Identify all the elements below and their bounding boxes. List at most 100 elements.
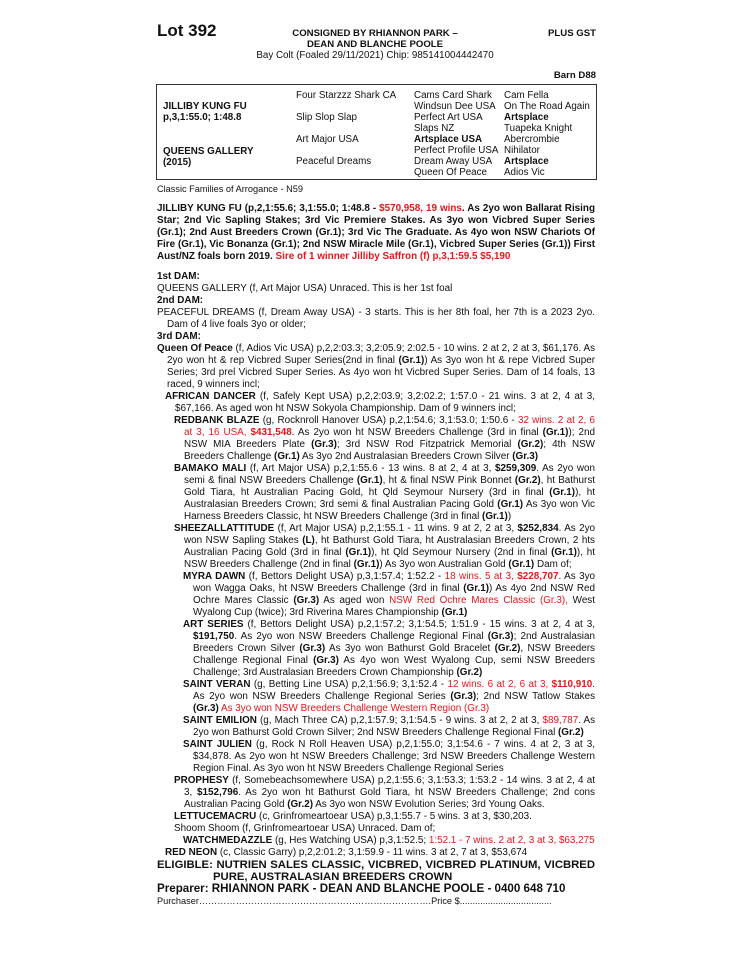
text-run: (f, Bettors Delight USA) p,3,1:57.4; 1:5…: [245, 571, 445, 582]
highlight-text: NSW Red Ochre Mares Classic (Gr.3),: [389, 595, 568, 606]
highlight-text: $228,707: [517, 571, 559, 582]
bold-text: PROPHESY: [174, 775, 229, 786]
progeny-entry: Queen Of Peace (f, Adios Vic USA) p,2,2:…: [157, 343, 595, 391]
highlight-text: $89,787: [542, 715, 579, 726]
pedigree-gen3-cell: Slaps NZ: [414, 123, 455, 134]
bold-text: (Gr.3): [293, 595, 320, 606]
pedigree-gen4-cell: Artsplace: [504, 156, 549, 167]
dam2-text: PEACEFUL DREAMS (f, Dream Away USA) - 3 …: [157, 307, 595, 330]
text-run: ), ht Qld Seymour Nursery (2nd in final: [371, 547, 552, 558]
pedigree-dam-year: (2015): [163, 157, 192, 168]
text-run: (c, Grinfromeartoear USA) p,3,1:55.7 - 5…: [256, 811, 532, 822]
dam3-heading: 3rd DAM:: [157, 331, 201, 342]
text-run: . As 2yo won NSW Sapling Stakes: [184, 523, 595, 546]
dam1-text: QUEENS GALLERY (f, Art Major USA) Unrace…: [157, 283, 453, 294]
progeny-entry: SAINT EMILION (g, Mach Three CA) p,2,1:5…: [157, 715, 595, 739]
bold-text: (Gr.1): [274, 451, 300, 462]
preparer: Preparer: RHIANNON PARK - DEAN AND BLANC…: [157, 882, 566, 895]
text-run: West Wyalong Cup (twice); 3rd Riverina M…: [193, 595, 595, 618]
pedigree-gen2-cell: Peaceful Dreams: [296, 156, 372, 167]
text-run: ; 2nd NSW Tatlow Stakes: [476, 691, 596, 702]
text-run: ), ht Australasian Breeders Crown; 3rd s…: [184, 487, 595, 510]
bold-text: (Gr.1): [508, 559, 535, 570]
bold-text: (Gr.3): [311, 439, 337, 450]
text-run: ; 4th NSW Breeders Challenge: [184, 439, 595, 462]
bold-text: WATCHMEDAZZLE: [183, 835, 273, 846]
highlight-text: 18 wins. 5 at 3,: [444, 571, 518, 582]
bold-text: (Gr.1): [441, 607, 468, 618]
progeny-entry: RED NEON (c, Classic Garry) p,2,2:01.2; …: [157, 847, 595, 859]
pedigree-gen2-cell: Art Major USA: [296, 134, 359, 145]
pedigree-gen3-cell: Dream Away USA: [414, 156, 493, 167]
bold-text: (Gr.1): [551, 547, 577, 558]
bold-text: $259,309: [495, 463, 537, 474]
consignor-line-2: DEAN AND BLANCHE POOLE: [306, 39, 444, 50]
catalogue-body: Classic Families of Arrogance - N59 JILL…: [157, 183, 595, 907]
bold-text: (Gr.1): [497, 499, 524, 510]
text-run: (g, Betting Line USA) p,2,1:56.9; 3,1:52…: [250, 679, 448, 690]
progeny-entry: REDBANK BLAZE (g, Rocknroll Hanover USA)…: [157, 415, 595, 463]
text-run: As 4yo won West Wyalong Cup, semi NSW Br…: [193, 655, 595, 678]
bold-text: (Gr.3): [512, 451, 539, 462]
highlight-text: 32 wins. 2 at 2, 6 at 3, 16 USA,: [184, 415, 595, 438]
text-run: . As 2yo won NSW Breeders Challenge Regi…: [193, 679, 596, 702]
bold-text: Queen Of Peace: [157, 343, 233, 354]
bold-text: (Gr.1): [482, 511, 508, 522]
text-run: (f, Art Major USA) p,2,1:55.1 - 11 wins.…: [274, 523, 518, 534]
pedigree-gen4-cell: Adios Vic: [504, 167, 545, 178]
bold-text: AFRICAN DANCER: [165, 391, 256, 402]
text-run: , NSW Breeders Challenge Regional Final: [193, 643, 595, 666]
bold-text: (Gr.1): [542, 427, 569, 438]
bold-text: SAINT EMILION: [183, 715, 257, 726]
text-run: (g, Rocknroll Hanover USA) p,2,1:54.6; 3…: [259, 415, 518, 426]
text-run: ; 3rd NSW Rod Fitzpatrick Memorial: [336, 439, 518, 450]
horse-description: Bay Colt (Foaled 29/11/2021) Chip: 98514…: [256, 50, 494, 61]
progeny-entry: Shoom Shoom (f, Grinfromeartoear USA) Un…: [157, 823, 595, 835]
text-run: As 3yo won Vic Harness Breeders Classic,…: [184, 499, 595, 522]
text-run: ); 2nd NSW MIA Breeders Plate: [184, 427, 595, 450]
highlight-text: $431,548: [250, 427, 292, 438]
text-run: . As 2yo won semi & final NSW Breeders C…: [184, 463, 595, 486]
text-run: . As 2yo won NSW Breeders Challenge Regi…: [234, 631, 488, 642]
text-run: . As 2yo won Bathurst Gold Crown Silver;…: [193, 715, 596, 738]
pedigree-gen4-cell: Tuapeka Knight: [504, 123, 573, 134]
bold-text: $252,834: [517, 523, 559, 534]
bold-text: ART SERIES: [183, 619, 244, 630]
bold-text: . As 2yo won Ballarat Rising Star; 2nd V…: [157, 203, 595, 262]
pedigree-gen3-cell: Artsplace USA: [414, 134, 483, 145]
bold-text: MYRA DAWN: [183, 571, 246, 582]
text-run: (g, Rock N Roll Heaven USA) p,2,1:55.0; …: [193, 739, 595, 774]
bold-text: $152,796: [197, 787, 239, 798]
progeny-entry: SHEEZALLATTITUDE (f, Art Major USA) p,2,…: [157, 523, 595, 571]
bold-text: (Gr.3): [313, 655, 339, 666]
text-run: (c, Classic Garry) p,2,2:01.2; 3,1:59.9 …: [217, 847, 528, 858]
progeny-entry: SAINT VERAN (g, Betting Line USA) p,2,1:…: [157, 679, 595, 715]
bold-text: (Gr.2): [514, 475, 541, 486]
pedigree-gen4-cell: On The Road Again: [504, 101, 590, 112]
bold-text: $191,750: [193, 631, 235, 642]
text-run: As 3yo 2nd Australasian Breeders Crown S…: [299, 451, 513, 462]
text-run: (f, Adios Vic USA) p,2,2:03.3; 3,2:05.9;…: [167, 343, 596, 366]
bold-text: (Gr.1): [398, 355, 425, 366]
progeny-entry: PROPHESY (f, Somebeachsomewhere USA) p,2…: [157, 775, 595, 811]
pedigree-table: JILLIBY KUNG FU p,3,1:55.0; 1:48.8 QUEEN…: [156, 84, 597, 180]
text-run: As aged won: [319, 595, 390, 606]
highlight-text: $110,910: [551, 679, 593, 690]
bold-text: (L): [302, 535, 315, 546]
text-run: . As 2yo won ht NSW Breeders Challenge (…: [291, 427, 543, 438]
pedigree-gen2-cell: Slip Slop Slap: [296, 112, 357, 123]
text-run: (f, Art Major USA) p,2,1:55.6 - 13 wins.…: [246, 463, 496, 474]
pedigree-gen3-cell: Windsun Dee USA: [414, 101, 496, 112]
pedigree-gen4-cell: Nihilator: [504, 145, 540, 156]
bold-text: (Gr.1): [549, 487, 576, 498]
bold-text: (Gr.1): [345, 547, 372, 558]
text-run: , ht Bathurst Gold Tiara, ht Australian …: [184, 475, 595, 498]
bold-text: (Gr.2): [494, 643, 521, 654]
pedigree-gen3-cell: Queen Of Peace: [414, 167, 487, 178]
pedigree-gen3-cell: Perfect Art USA: [414, 112, 483, 123]
bold-text: JILLIBY KUNG FU (p,2,1:55.6; 3,1:55.0; 1…: [157, 203, 380, 214]
bold-text: (Gr.3): [450, 691, 477, 702]
pedigree-gen3-cell: Cams Card Shark: [414, 90, 492, 101]
text-run: ; 2nd Australasian Breeders Crown Silver: [193, 631, 595, 654]
bold-text: LETTUCEMACRU: [174, 811, 257, 822]
